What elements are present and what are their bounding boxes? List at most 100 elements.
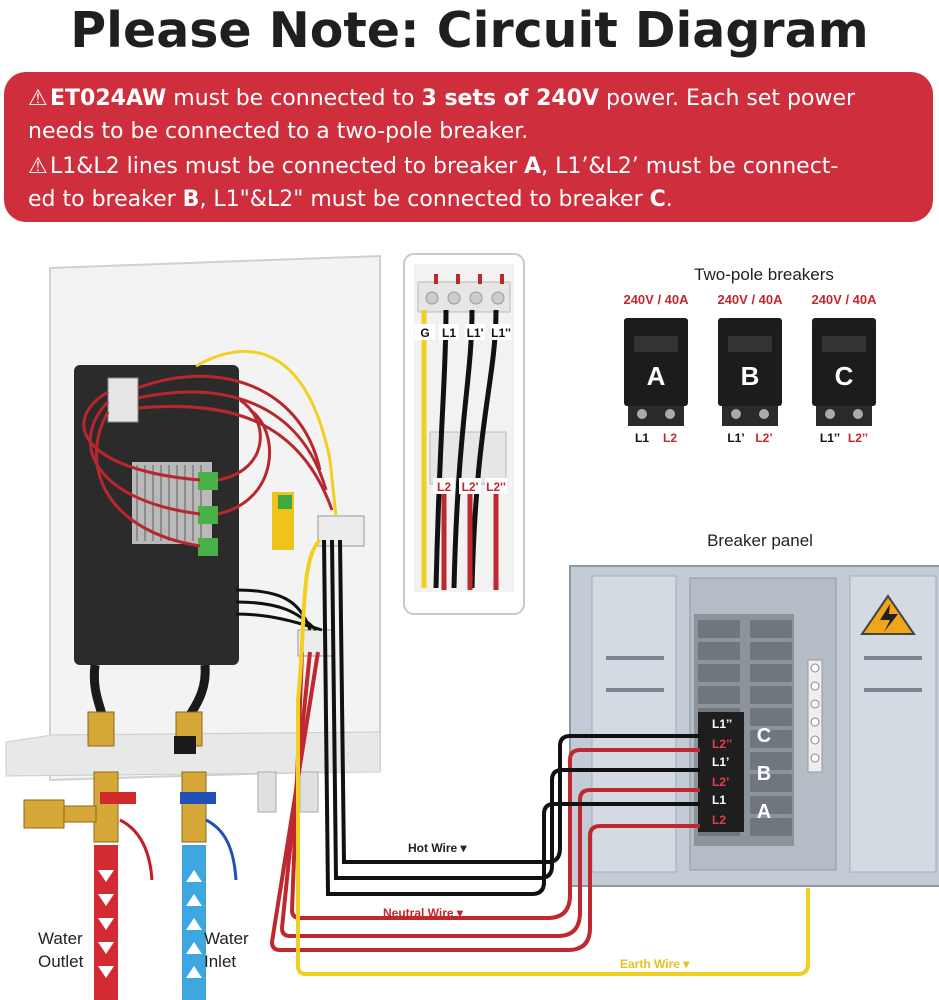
note2-text-e: . bbox=[665, 187, 673, 212]
panel-slot bbox=[750, 620, 792, 638]
note2-bold-b: B bbox=[182, 187, 200, 212]
panel-breaker-block bbox=[698, 712, 744, 756]
panel-l2-label: L2’ bbox=[712, 775, 729, 789]
two-pole-breaker: 240V / 40A A L1 L2 bbox=[623, 292, 689, 445]
breaker-base bbox=[816, 406, 872, 426]
breaker-l2-label: L2 bbox=[663, 431, 677, 445]
panel-slot bbox=[698, 664, 740, 682]
breaker-letter: B bbox=[741, 361, 760, 391]
panel-l1-label: L1’ bbox=[712, 755, 729, 769]
terminal-top-label-bg bbox=[491, 324, 511, 340]
field-wiring bbox=[269, 538, 810, 976]
warning-icon: ⚠ bbox=[28, 86, 48, 111]
breaker-letter: A bbox=[647, 361, 666, 391]
breaker-switch bbox=[822, 336, 866, 352]
panel-breaker-block bbox=[698, 750, 744, 794]
breaker-l1-label: L1’’ bbox=[820, 431, 840, 445]
note1-text-c: needs to be connected to a two-pole brea… bbox=[28, 119, 529, 144]
breaker-screw bbox=[637, 409, 647, 419]
model-name: ET024AW bbox=[50, 86, 167, 111]
panel-l1-label: L1 bbox=[712, 793, 726, 807]
terminal-top-label: L1' bbox=[467, 326, 484, 340]
panel-slot bbox=[750, 642, 792, 660]
panel-breaker-row: L1’’L2’’C bbox=[698, 712, 771, 756]
terminal-block-inset: G L1 L1' L1'' L2 L2' L2'' bbox=[403, 253, 525, 615]
panel-slot bbox=[750, 664, 792, 682]
breaker-switch bbox=[634, 336, 678, 352]
breaker-rating: 240V / 40A bbox=[717, 292, 783, 307]
terminal-bottom-label-bg bbox=[485, 478, 507, 494]
breaker-l1-label: L1 bbox=[635, 431, 649, 445]
note1-text-b: power. Each set power bbox=[599, 86, 856, 111]
inlet-valve-handle bbox=[180, 792, 216, 804]
panel-breaker-letter: B bbox=[757, 763, 771, 785]
page-title: Please Note: Circuit Diagram bbox=[70, 2, 869, 59]
panel-slot bbox=[750, 708, 792, 726]
earth-wire-label: Earth Wire ▾ bbox=[620, 957, 690, 971]
breaker-screw bbox=[731, 409, 741, 419]
panel-heading: Breaker panel bbox=[707, 531, 813, 550]
water-outlet-label-1: Water bbox=[38, 929, 83, 948]
note-connection-sets: ⚠ET024AW must be connected to 3 sets of … bbox=[28, 82, 918, 148]
breaker-screw bbox=[853, 409, 863, 419]
terminal-top-label: L1 bbox=[442, 326, 456, 340]
breaker-l2-label: L2’ bbox=[755, 431, 772, 445]
terminal-bottom-label-bg bbox=[433, 478, 455, 494]
breaker-screw bbox=[759, 409, 769, 419]
note1-text-a: must be connected to bbox=[166, 86, 422, 111]
terminal-bottom-label: L2 bbox=[437, 480, 451, 494]
outlet-valve-handle bbox=[100, 792, 136, 804]
breaker-letter: C bbox=[835, 361, 854, 391]
panel-slot bbox=[698, 642, 740, 660]
breaker-base bbox=[722, 406, 778, 426]
panel-breaker-letter: A bbox=[757, 801, 771, 823]
terminal-bottom-label-bg bbox=[459, 478, 481, 494]
warning-banner: ⚠ET024AW must be connected to 3 sets of … bbox=[4, 72, 933, 222]
breaker-rating: 240V / 40A bbox=[811, 292, 877, 307]
panel-slot bbox=[750, 796, 792, 814]
terminal-top-label-bg bbox=[465, 324, 485, 340]
panel-slot bbox=[698, 686, 740, 704]
two-pole-breaker: 240V / 40A B L1’ L2’ bbox=[717, 292, 783, 445]
terminal-top-label-bg bbox=[415, 324, 435, 340]
breaker-screw bbox=[825, 409, 835, 419]
water-heater-unit bbox=[5, 254, 381, 1000]
note1-bold-sets: 3 sets of 240V bbox=[421, 86, 600, 111]
terminal-top-label-bg bbox=[439, 324, 459, 340]
breaker-l1-label: L1’ bbox=[727, 431, 744, 445]
panel-slot bbox=[750, 730, 792, 748]
warning-icon: ⚠ bbox=[28, 154, 48, 179]
two-pole-heading: Two-pole breakers bbox=[694, 265, 834, 284]
water-outlet-label-2: Outlet bbox=[38, 952, 84, 971]
water-inlet-label-1: Water bbox=[204, 929, 249, 948]
panel-slot bbox=[750, 774, 792, 792]
panel-slot bbox=[750, 818, 792, 836]
breaker-screw bbox=[665, 409, 675, 419]
note2-bold-a: A bbox=[524, 154, 542, 179]
water-inlet-label-2: Inlet bbox=[204, 952, 236, 971]
note2-text-d: , L1"&L2" must be connected to breaker bbox=[199, 187, 650, 212]
hot-wire-label: Hot Wire ▾ bbox=[408, 841, 468, 855]
breaker-switch bbox=[728, 336, 772, 352]
panel-l2-label: L2 bbox=[712, 813, 726, 827]
terminal-top-label: L1'' bbox=[491, 326, 511, 340]
terminal-top-label: G bbox=[420, 326, 429, 340]
note2-text-c: ed to breaker bbox=[28, 187, 183, 212]
terminal-bottom-label: L2' bbox=[462, 480, 479, 494]
panel-breaker-block bbox=[698, 788, 744, 832]
note2-text-b: , L1’&L2’ must be connect- bbox=[541, 154, 839, 179]
breaker-rating: 240V / 40A bbox=[623, 292, 689, 307]
panel-slot bbox=[750, 752, 792, 770]
panel-l2-label: L2’’ bbox=[712, 737, 732, 751]
terminal-bottom-label: L2'' bbox=[486, 480, 506, 494]
panel-l1-label: L1’’ bbox=[712, 717, 732, 731]
neutral-wire-label: Neutral Wire ▾ bbox=[383, 906, 464, 920]
panel-slot bbox=[698, 620, 740, 638]
note-breaker-mapping: ⚠L1&L2 lines must be connected to breake… bbox=[28, 150, 918, 216]
panel-slot bbox=[750, 686, 792, 704]
panel-breaker-row: L1’ L2’ B bbox=[698, 750, 771, 794]
